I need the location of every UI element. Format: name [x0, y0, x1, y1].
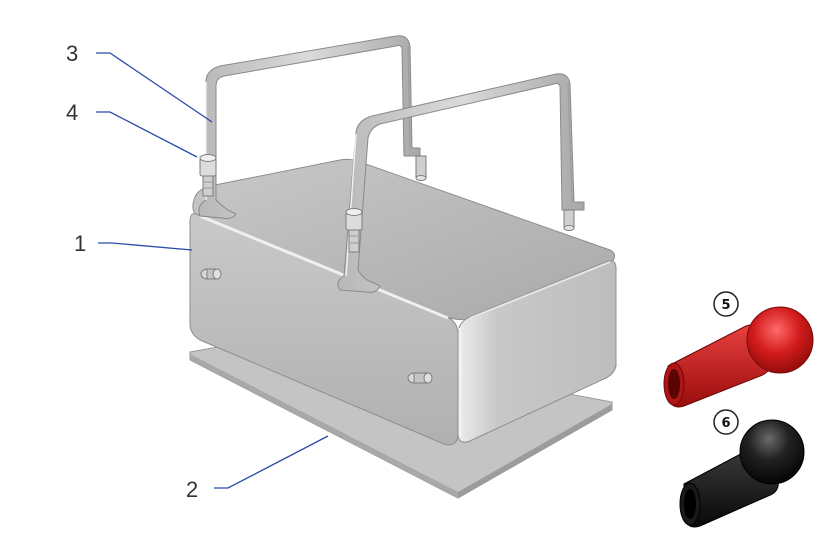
callout-4: 4	[66, 100, 78, 125]
badge-5: 5	[713, 291, 739, 317]
hold-down-strap-front	[337, 73, 585, 293]
bolt-rear-right	[415, 155, 427, 181]
side-stud-left	[200, 268, 222, 280]
leader-lines	[96, 52, 329, 489]
leader-line-3	[96, 52, 213, 123]
red-terminal-boot	[663, 306, 814, 408]
leader-line-4	[96, 111, 198, 158]
side-stud-right	[407, 372, 433, 384]
svg-text:5: 5	[721, 298, 730, 313]
callout-3: 3	[66, 41, 78, 66]
black-terminal-boot	[679, 419, 805, 528]
callout-1: 1	[74, 231, 86, 256]
bolt-front-left	[345, 208, 363, 253]
leader-line-2	[214, 435, 329, 489]
badge-6: 6	[713, 409, 739, 435]
svg-text:6: 6	[721, 416, 730, 431]
callout-2: 2	[186, 477, 198, 502]
battery-box	[189, 158, 617, 446]
bolt-front-right	[563, 209, 575, 231]
bolt-rear-left	[199, 154, 217, 197]
leader-line-1	[98, 242, 193, 251]
